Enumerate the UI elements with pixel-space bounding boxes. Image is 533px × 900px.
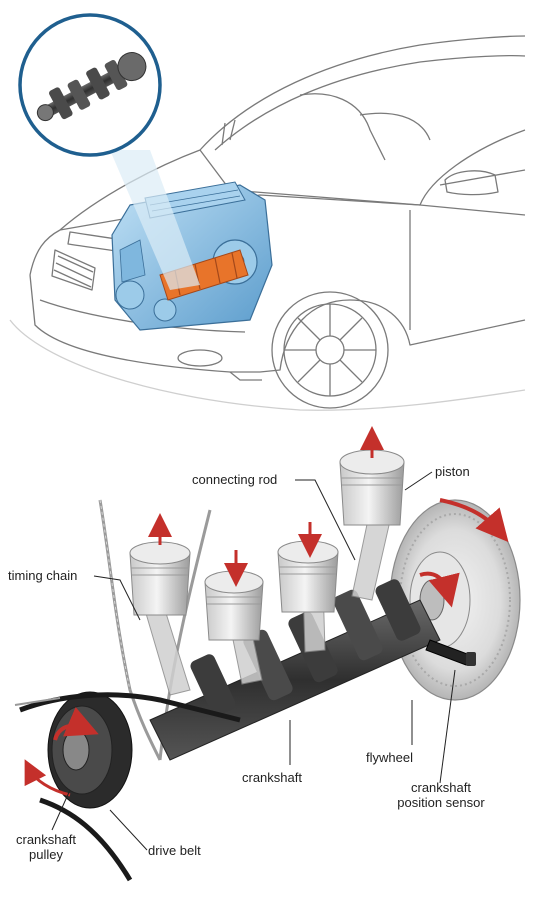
- label-crankshaft-pulley-line2: pulley: [29, 847, 63, 862]
- pulley-direction-arrow: [24, 759, 71, 797]
- drive-belt-icon: [14, 692, 241, 882]
- crankshaft-body-icon: [149, 579, 441, 761]
- crankshaft-inset-icon: [18, 13, 162, 157]
- label-piston: piston: [435, 464, 470, 479]
- piston-motion-arrows: [148, 426, 384, 587]
- piston-3: [277, 540, 339, 613]
- piston-4: [339, 449, 405, 526]
- inset-beam: [110, 150, 200, 290]
- label-crankshaft-pulley-line1: crankshaft: [16, 832, 76, 847]
- piston-1: [129, 541, 191, 616]
- label-timing-chain: timing chain: [8, 568, 78, 583]
- label-flywheel: flywheel: [366, 750, 413, 765]
- label-crankshaft-position-sensor: crankshaft position sensor: [386, 780, 496, 810]
- leader-lines: [51, 471, 456, 851]
- crankshaft-position-sensor-icon: [425, 639, 476, 666]
- label-drive-belt: drive belt: [148, 843, 201, 858]
- label-crankshaft: crankshaft: [242, 770, 302, 785]
- flywheel-rotation-arrow: [439, 498, 509, 543]
- label-crankshaft-position-sensor-line1: crankshaft: [411, 780, 471, 795]
- piston-2: [204, 570, 264, 641]
- crankshaft-pulley-icon: [47, 691, 133, 809]
- label-connecting-rod: connecting rod: [192, 472, 278, 487]
- label-crankshaft-position-sensor-line2: position sensor: [397, 795, 485, 810]
- crank-rotation-arrow: [419, 571, 460, 608]
- label-crankshaft-pulley: crankshaft pulley: [6, 832, 86, 862]
